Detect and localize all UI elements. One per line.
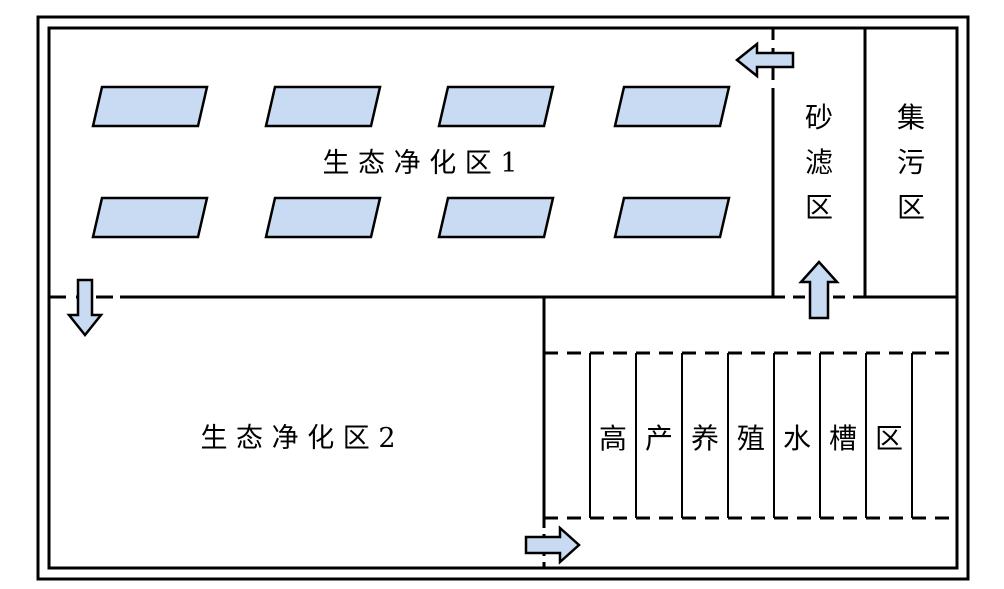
tank-char: 水 bbox=[783, 422, 811, 455]
floating-bed bbox=[437, 85, 555, 128]
tank-char: 产 bbox=[645, 422, 673, 455]
tank-label: 高 产 养 殖 水 槽 区 bbox=[599, 422, 903, 455]
eco-zone-1-label: 生 态 净 化 区 1 bbox=[322, 148, 517, 179]
arrow-up-icon bbox=[798, 260, 840, 320]
tank-char: 殖 bbox=[737, 422, 765, 455]
sand-filter-char: 滤 bbox=[805, 146, 833, 179]
arrow-right-icon bbox=[524, 525, 581, 565]
outer-border bbox=[36, 15, 970, 581]
sand-filter-label: 砂 滤 区 bbox=[805, 101, 833, 224]
sewage-char: 集 bbox=[897, 101, 925, 134]
sand-filter-char: 砂 bbox=[805, 101, 833, 134]
arrow-left-icon bbox=[734, 41, 795, 79]
sewage-collection-label: 集 污 区 bbox=[897, 101, 925, 224]
tank-char: 高 bbox=[599, 422, 627, 455]
floating-bed bbox=[264, 85, 382, 128]
floating-bed bbox=[91, 85, 209, 128]
tank-char: 槽 bbox=[829, 422, 857, 455]
tank-char: 区 bbox=[875, 422, 903, 455]
floating-bed bbox=[264, 196, 382, 239]
arrow-down-icon bbox=[66, 278, 104, 338]
sewage-char: 污 bbox=[897, 146, 925, 179]
sand-filter-char: 区 bbox=[805, 191, 833, 224]
floating-bed bbox=[437, 196, 555, 239]
sewage-char: 区 bbox=[897, 191, 925, 224]
eco-zone-2-label: 生 态 净 化 区 2 bbox=[200, 423, 395, 454]
floating-beds bbox=[91, 85, 731, 239]
tank-char: 养 bbox=[691, 422, 719, 455]
floating-bed bbox=[91, 196, 209, 239]
floating-bed bbox=[613, 85, 731, 128]
floating-bed bbox=[613, 196, 731, 239]
tank-channel-walls bbox=[589, 353, 913, 518]
